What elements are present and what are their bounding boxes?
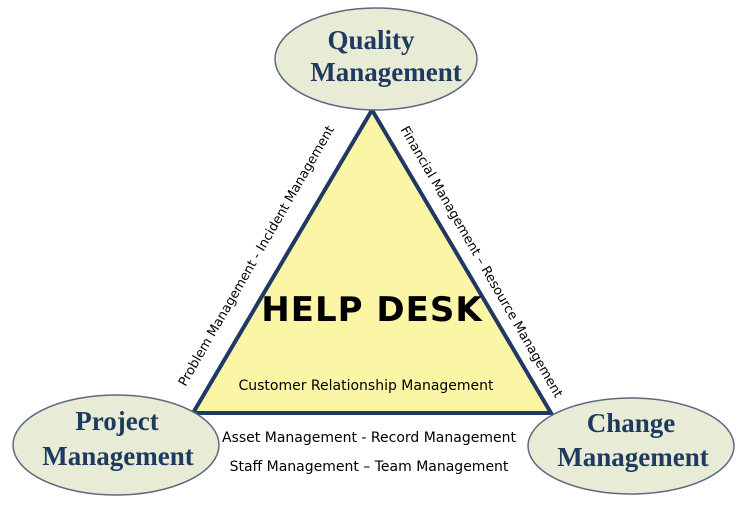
node-project-line2: Management (42, 441, 193, 471)
node-project-line1: Project (75, 406, 158, 436)
center-subtitle: Customer Relationship Management (238, 378, 494, 394)
node-quality-management: Quality Management (274, 7, 478, 111)
help-desk-triangle (189, 106, 555, 415)
edge-label-bottom-1: Asset Management - Record Management (222, 430, 516, 446)
node-change-line1: Change (587, 408, 676, 438)
center-title: HELP DESK (261, 290, 483, 330)
node-project-management: Project Management (12, 394, 220, 496)
node-change-management: Change Management (527, 397, 735, 495)
node-quality-line2: Management (310, 57, 461, 87)
node-change-line2: Management (557, 442, 708, 472)
edge-label-bottom-2: Staff Management – Team Management (230, 459, 509, 475)
node-quality-line1: Quality (327, 25, 415, 55)
